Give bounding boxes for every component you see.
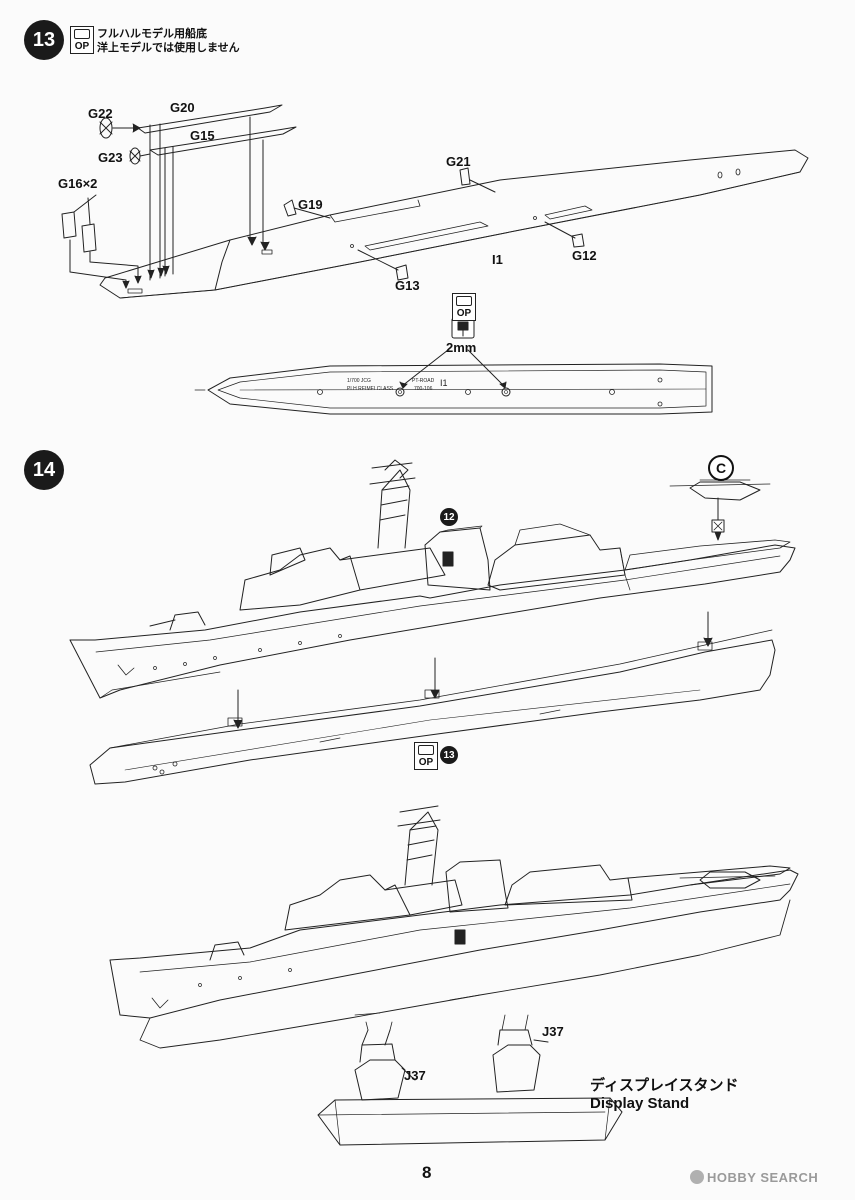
hull-text-code: 700-106 [414,386,433,392]
part-label-g20: G20 [170,100,195,115]
hobby-search-watermark: HOBBY SEARCH [690,1170,818,1185]
hobby-search-logo-icon [690,1170,704,1184]
display-stand-caption-jp: ディスプレイスタンド [590,1077,739,1094]
propellers-drawing [99,117,151,165]
part-label-g19: G19 [298,197,323,212]
ship-upper-drawing [69,459,796,699]
part-label-g12: G12 [572,248,597,263]
step-13-number: 13 [32,28,56,51]
subassembly-ref-number: 12 [443,511,455,523]
lower-hull-i1-drawing [99,149,809,299]
part-label-g15: G15 [190,128,215,143]
part-label-g13: G13 [395,278,420,293]
hull-bottom-plan-drawing [194,349,713,415]
hull-text-scale: 1/700 JCG [347,378,371,384]
part-label-g23: G23 [98,150,123,165]
helicopter-mark-badge: C [708,455,734,481]
helicopter-mark-letter: C [715,460,727,476]
fittings-drawing [283,167,585,281]
drill-op-label: OP [456,308,472,319]
ref-step-13-number: 13 [443,749,455,761]
part-label-g22: G22 [88,106,113,121]
swap-arrows-icon [418,745,434,755]
ship-lower-hull-drawing [89,611,776,785]
step-13-badge: 13 [24,20,64,60]
swap-arrows-icon [456,296,472,306]
part-label-j37-right: J37 [542,1024,564,1039]
part-label-j37-left: J37 [404,1068,426,1083]
display-stand-drawing [317,1014,623,1146]
completed-ship-drawing [109,805,799,1049]
drill-size-label: 2mm [446,340,477,355]
full-hull-note-line2: 洋上モデルでは使用しません [97,42,240,54]
step-14-badge: 14 [24,450,64,490]
swap-arrows-icon [74,29,90,39]
ref-step-13-badge: 13 [440,746,458,764]
drill-optional-op-icon: OP [452,293,476,321]
step14-op-icon: OP [414,742,438,770]
full-hull-note-line1: フルハルモデル用船底 [97,28,207,40]
subassembly-ref-badge: 12 [440,508,458,526]
drill-icon [451,317,475,339]
rudders-drawing [61,194,142,289]
step-14-number: 14 [32,458,56,481]
shaft-struts-drawing [137,104,297,281]
hull-text-brand: PT-ROAD [412,378,435,384]
optional-op-icon: OP [70,26,94,54]
step14-op-label: OP [418,757,434,768]
hull-text-part: I1 [440,378,448,388]
part-label-g21: G21 [446,154,471,169]
hull-text-class: PLH REIMEI CLASS [347,386,394,392]
watermark-text: HOBBY SEARCH [707,1170,819,1185]
display-stand-caption-en: Display Stand [590,1095,690,1112]
page-number: 8 [422,1163,432,1182]
op-label: OP [74,41,90,52]
part-label-i1: I1 [492,252,503,267]
part-label-g16: G16×2 [58,176,98,191]
